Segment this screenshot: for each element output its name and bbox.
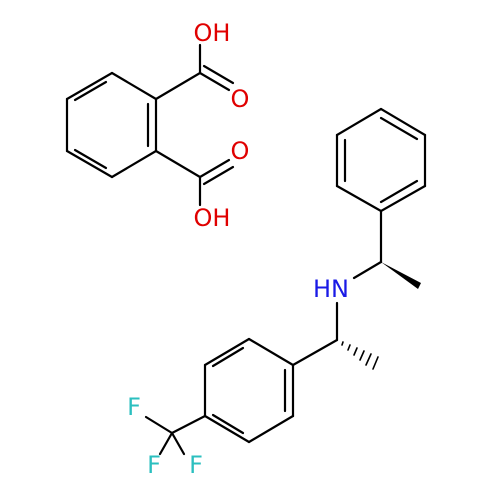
c-o-double-bond <box>202 165 235 186</box>
c-o-double-bond <box>198 71 231 92</box>
ring-bond <box>335 107 383 137</box>
phenyl-ring <box>335 107 427 213</box>
ring-to-carboxyl-bond <box>154 149 202 179</box>
ring-double-bond <box>73 80 108 102</box>
trifluoromethyl-group <box>144 414 207 456</box>
ring-bond <box>247 414 295 444</box>
ring-bond <box>247 337 295 367</box>
c-o-double-bond <box>198 158 231 179</box>
ring-bond <box>203 337 251 367</box>
phthalic-benzene-ring <box>65 71 158 179</box>
wedge-bond-methyl <box>381 262 421 289</box>
ring-bond <box>335 184 383 213</box>
hash-line <box>341 341 344 346</box>
aryl-ring <box>203 337 295 444</box>
c-f-bond <box>170 431 186 456</box>
atom-oh-bottom: OH <box>194 204 231 232</box>
atom-o-bottom: O <box>231 137 250 165</box>
atom-fluorine-left: F <box>127 393 141 421</box>
c-o-double-bond <box>202 64 235 85</box>
carboxyl-bottom <box>154 149 235 207</box>
ring-double-bond <box>211 346 245 368</box>
ring-bond <box>65 71 114 101</box>
hash-line <box>353 347 358 356</box>
ring-double-bond <box>379 116 419 141</box>
ring-bond <box>379 107 427 137</box>
atom-o-top: O <box>231 85 250 113</box>
hash-line <box>359 350 365 361</box>
ch-to-aryl-bond <box>291 338 339 367</box>
ring-double-bond <box>211 413 245 435</box>
hash-line <box>365 353 372 366</box>
aryl-to-cf3-bond <box>170 414 207 435</box>
ring-bond <box>203 414 251 444</box>
ch-to-nh-bond <box>352 260 383 280</box>
amine-molecule: HN F F F <box>127 107 427 479</box>
c-f-bond <box>144 415 174 435</box>
atom-fluorine-right: F <box>189 451 203 479</box>
atom-fluorine-middle: F <box>147 451 161 479</box>
ring-double-bond <box>73 148 108 170</box>
phthalic-acid: OH O O OH <box>65 19 250 232</box>
hash-line <box>372 356 379 370</box>
carboxyl-top <box>154 43 235 101</box>
ring-double-bond <box>379 179 419 204</box>
ring-bond <box>110 71 158 101</box>
atom-oh-top: OH <box>194 19 231 47</box>
ring-bond <box>110 149 158 179</box>
ring-to-carboxyl-bond <box>154 71 202 101</box>
c-f-bond <box>158 431 174 456</box>
atom-amine: HN <box>313 275 349 303</box>
ring-bond <box>379 184 427 213</box>
hash-line <box>347 344 351 351</box>
ring-bond <box>65 149 114 179</box>
hashed-wedge-bond <box>341 341 379 370</box>
